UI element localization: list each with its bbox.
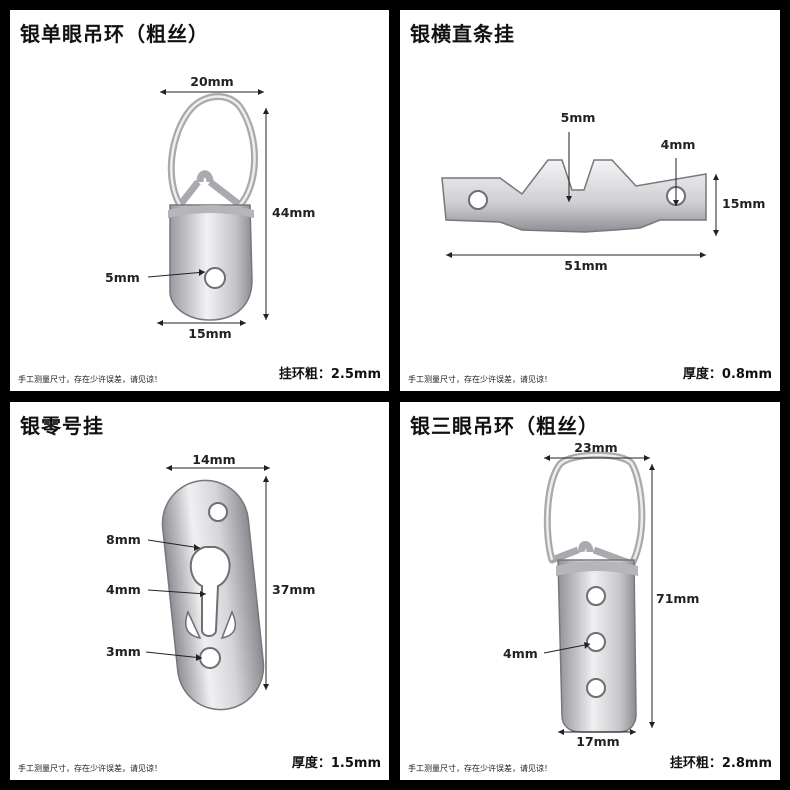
spec-label: 厚度：1.5mm	[291, 756, 381, 771]
bottom-hole	[199, 647, 221, 669]
spec-label: 厚度：0.8mm	[682, 367, 772, 382]
bar-hole-left	[468, 190, 488, 210]
bar-plate	[441, 159, 707, 233]
dim-hole-label: 4mm	[503, 646, 538, 661]
panel-title: 银横直条挂	[410, 22, 515, 46]
hole-1	[586, 586, 606, 606]
wire-ring	[167, 93, 259, 209]
dim-height-label: 71mm	[656, 591, 699, 606]
panel-title: 银零号挂	[20, 414, 104, 438]
dim-keyhole-label: 8mm	[106, 532, 141, 547]
panel-title: 银三眼吊环（粗丝）	[410, 414, 599, 438]
dim-width-label: 14mm	[192, 452, 235, 467]
spec-label: 挂环粗：2.5mm	[278, 367, 381, 382]
dim-hole-label: 3mm	[106, 644, 141, 659]
zero-hanger-figure: 14mm 8mm 4mm 3mm 37mm	[106, 452, 315, 711]
dim-height-label: 44mm	[272, 205, 315, 220]
plate	[169, 204, 253, 321]
keyhole	[189, 546, 231, 637]
spec-label: 挂环粗：2.8mm	[669, 756, 772, 771]
panel-single-eye-ring: 银单眼吊环（粗丝） 20mm 44mm 5mm 15mm 手工测量尺寸，存在少许…	[10, 10, 389, 391]
dim-top-label: 20mm	[190, 74, 233, 89]
panel-triple-eye-ring: 银三眼吊环（粗丝） 23mm 71mm 4mm 17mm 手工测量尺寸，存在少许…	[400, 402, 780, 780]
wire-ring	[543, 451, 646, 568]
measurement-note: 手工测量尺寸，存在少许误差，请见谅！	[408, 764, 552, 773]
panel-zero-hanger: 银零号挂 14mm 8mm 4mm 3mm 37mm 手工测量尺寸，存在少许误差…	[10, 402, 389, 780]
dim-notch-label: 5mm	[561, 110, 596, 125]
triple-eye-ring-figure: 23mm 71mm 4mm 17mm	[503, 440, 699, 749]
top-hole	[208, 502, 228, 522]
hole-3	[586, 678, 606, 698]
hole-2	[586, 632, 606, 652]
dim-width-label: 51mm	[564, 258, 607, 273]
measurement-note: 手工测量尺寸，存在少许误差，请见谅！	[18, 375, 162, 384]
measurement-note: 手工测量尺寸，存在少许误差，请见谅！	[18, 764, 162, 773]
dim-top-label: 23mm	[574, 440, 617, 455]
panel-title: 银单眼吊环（粗丝）	[20, 22, 209, 46]
hole	[204, 267, 226, 289]
dim-bottom-label: 17mm	[576, 734, 619, 749]
dim-hole-label: 5mm	[105, 270, 140, 285]
single-eye-ring-figure: 20mm 44mm 5mm 15mm	[105, 74, 315, 341]
dim-hole-label: 4mm	[661, 137, 696, 152]
measurement-note: 手工测量尺寸，存在少许误差，请见谅！	[408, 375, 552, 384]
dim-bottom-label: 15mm	[188, 326, 231, 341]
panel-straight-bar-hanger: 银横直条挂 5mm 4mm 15mm 51mm 手工测量尺寸，存在少许误差，请见…	[400, 10, 780, 391]
dim-height-label: 15mm	[722, 196, 765, 211]
straight-bar-figure: 5mm 4mm 15mm 51mm	[441, 110, 765, 273]
dim-slot-label: 4mm	[106, 582, 141, 597]
dim-height-label: 37mm	[272, 582, 315, 597]
